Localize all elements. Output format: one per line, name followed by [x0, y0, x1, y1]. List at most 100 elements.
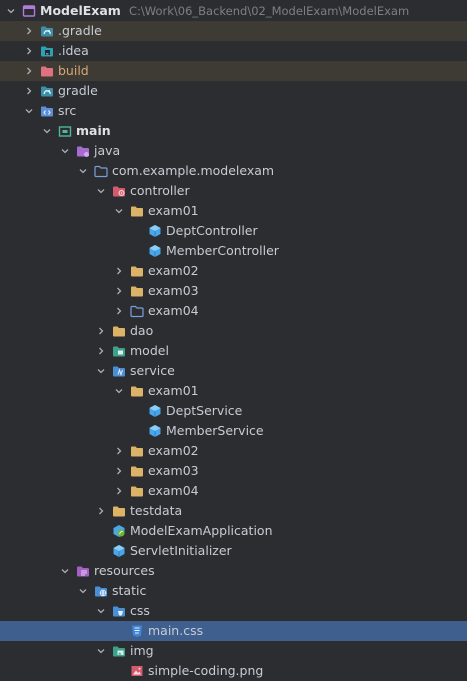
chevron-right-icon[interactable]	[113, 485, 125, 497]
chevron-right-icon[interactable]	[23, 65, 35, 77]
chevron-right-icon[interactable]	[113, 305, 125, 317]
tree-row-label: MemberController	[166, 243, 279, 258]
tree-row[interactable]: model	[0, 341, 467, 361]
tree-row-label: model	[130, 343, 169, 358]
chevron-right-icon[interactable]	[95, 505, 107, 517]
tree-row[interactable]: exam03	[0, 281, 467, 301]
chevron-down-icon[interactable]	[113, 205, 125, 217]
tree-row[interactable]: build	[0, 61, 467, 81]
tree-row[interactable]: .idea	[0, 41, 467, 61]
chevron-down-icon[interactable]	[41, 125, 53, 137]
chevron-right-icon[interactable]	[113, 285, 125, 297]
chevron-down-icon[interactable]	[59, 565, 71, 577]
tree-row-label: testdata	[130, 503, 183, 518]
tree-row[interactable]: testdata	[0, 501, 467, 521]
tree-row-label: ServletInitializer	[130, 543, 232, 558]
tree-row[interactable]: DeptController	[0, 221, 467, 241]
tree-row[interactable]: com.example.modelexam	[0, 161, 467, 181]
tree-row[interactable]: main	[0, 121, 467, 141]
tree-row[interactable]: simple-coding.png	[0, 661, 467, 681]
chevron-down-icon[interactable]	[59, 145, 71, 157]
chevron-right-icon[interactable]	[23, 45, 35, 57]
chevron-down-icon[interactable]	[95, 185, 107, 197]
tree-row[interactable]: exam02	[0, 261, 467, 281]
folder-icon	[130, 464, 144, 478]
chevron-down-icon[interactable]	[95, 645, 107, 657]
tree-row[interactable]: exam04	[0, 301, 467, 321]
bean-icon	[148, 244, 162, 258]
tree-row[interactable]: java	[0, 141, 467, 161]
css-folder-icon	[112, 604, 126, 618]
chevron-right-icon[interactable]	[95, 325, 107, 337]
chevron-down-icon[interactable]	[23, 105, 35, 117]
tree-row[interactable]: service	[0, 361, 467, 381]
tree-row-label: com.example.modelexam	[112, 163, 275, 178]
chevron-right-icon[interactable]	[23, 25, 35, 37]
chevron-down-icon[interactable]	[77, 585, 89, 597]
tree-row[interactable]: static	[0, 581, 467, 601]
tree-row-label: exam01	[148, 203, 199, 218]
tree-row[interactable]: MemberController	[0, 241, 467, 261]
tree-row[interactable]: img	[0, 641, 467, 661]
tree-row[interactable]: ModelExamApplication	[0, 521, 467, 541]
chevron-right-icon[interactable]	[95, 345, 107, 357]
tree-row[interactable]: ModelExam C:\Work\06_Backend\02_ModelExam…	[0, 1, 467, 21]
tree-row[interactable]: exam01	[0, 201, 467, 221]
chevron-right-icon[interactable]	[113, 265, 125, 277]
folder-outline-icon	[130, 304, 144, 318]
bean-icon	[148, 404, 162, 418]
tree-row-label: DeptController	[166, 223, 258, 238]
tree-row[interactable]: src	[0, 101, 467, 121]
folder-icon	[130, 484, 144, 498]
tree-row[interactable]: exam01	[0, 381, 467, 401]
tree-row-label: simple-coding.png	[148, 663, 264, 678]
tree-row[interactable]: controller	[0, 181, 467, 201]
tree-row-label: exam03	[148, 463, 199, 478]
tree-row[interactable]: MemberService	[0, 421, 467, 441]
tree-row-label: gradle	[58, 83, 98, 98]
tree-row-label: exam04	[148, 303, 199, 318]
gradle-folder-icon	[40, 24, 54, 38]
tree-row-label: exam04	[148, 483, 199, 498]
tree-row[interactable]: resources	[0, 561, 467, 581]
web-folder-icon	[94, 584, 108, 598]
tree-row[interactable]: gradle	[0, 81, 467, 101]
spring-app-icon	[112, 524, 126, 538]
tree-row[interactable]: exam02	[0, 441, 467, 461]
idea-folder-icon	[40, 44, 54, 58]
folder-icon	[112, 504, 126, 518]
tree-row-label: java	[94, 143, 121, 158]
controller-folder-icon	[112, 184, 126, 198]
tree-row-label: static	[112, 583, 147, 598]
tree-row-label: ModelExam	[40, 3, 121, 18]
folder-icon	[112, 324, 126, 338]
tree-row-label: src	[58, 103, 77, 118]
chevron-down-icon[interactable]	[77, 165, 89, 177]
chevron-down-icon[interactable]	[95, 365, 107, 377]
chevron-right-icon[interactable]	[113, 445, 125, 457]
tree-row[interactable]: main.css	[0, 621, 467, 641]
tree-row-label: dao	[130, 323, 154, 338]
gradle-folder-icon	[40, 84, 54, 98]
chevron-down-icon[interactable]	[95, 605, 107, 617]
tree-row[interactable]: .gradle	[0, 21, 467, 41]
chevron-down-icon[interactable]	[113, 385, 125, 397]
chevron-right-icon[interactable]	[23, 85, 35, 97]
tree-row[interactable]: css	[0, 601, 467, 621]
project-path: C:\Work\06_Backend\02_ModelExam\ModelExa…	[129, 4, 410, 18]
tree-row-label: .gradle	[58, 23, 102, 38]
tree-row-label: resources	[94, 563, 155, 578]
tree-row-label: img	[130, 643, 154, 658]
tree-row-label: ModelExamApplication	[130, 523, 273, 538]
tree-row[interactable]: DeptService	[0, 401, 467, 421]
tree-row-label: exam02	[148, 263, 199, 278]
tree-row[interactable]: ServletInitializer	[0, 541, 467, 561]
tree-row[interactable]: exam03	[0, 461, 467, 481]
chevron-right-icon[interactable]	[113, 465, 125, 477]
tree-row[interactable]: dao	[0, 321, 467, 341]
excluded-folder-icon	[40, 64, 54, 78]
tree-row[interactable]: exam04	[0, 481, 467, 501]
tree-row-label: exam01	[148, 383, 199, 398]
chevron-down-icon[interactable]	[5, 5, 17, 17]
folder-icon	[130, 204, 144, 218]
